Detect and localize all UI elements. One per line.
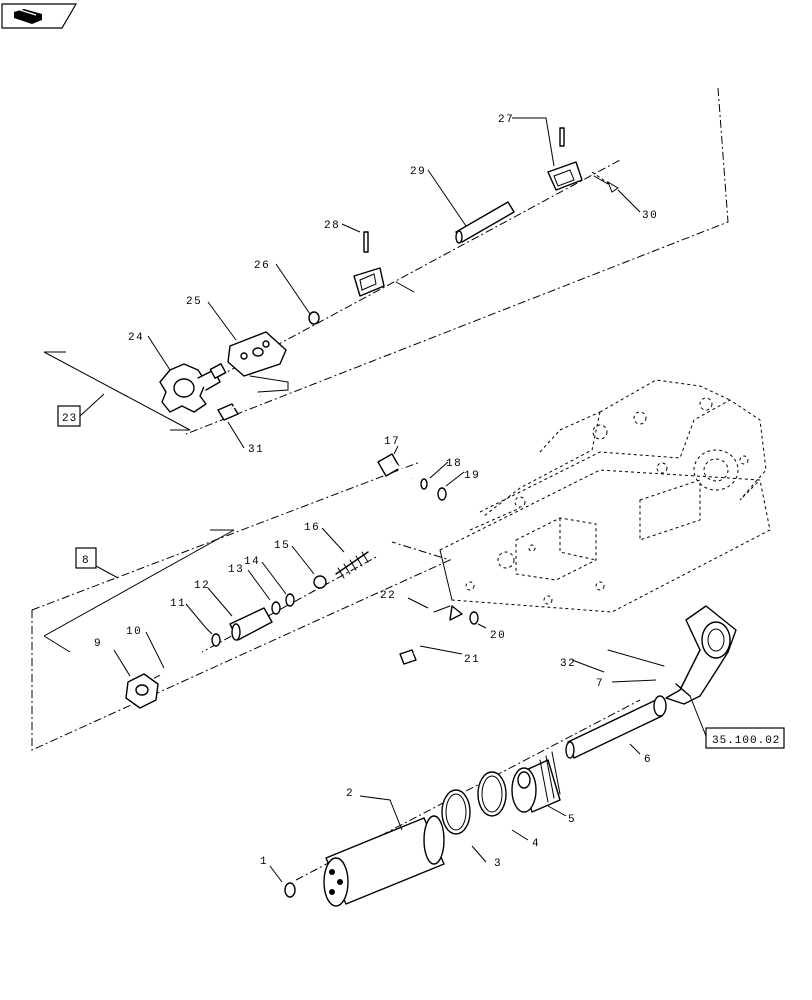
reference-brackets [43, 351, 707, 737]
callout-7: 7 [596, 678, 604, 690]
callout-5: 5 [568, 814, 576, 826]
callout-29: 29 [410, 166, 426, 178]
ref-box-8[interactable]: 8 [75, 547, 97, 569]
ref-box-23[interactable]: 23 [57, 405, 81, 427]
ref-box-35-100-02-label: 35.100.02 [712, 735, 780, 747]
callout-10: 10 [126, 626, 142, 638]
flag-icon [1, 3, 78, 29]
callout-labels: 1 2 3 4 5 6 7 9 10 11 12 13 14 15 16 17 … [94, 114, 658, 870]
callout-31: 31 [248, 444, 264, 456]
callout-30: 30 [642, 210, 658, 222]
clevis-part [353, 231, 415, 297]
callout-25: 25 [186, 296, 202, 308]
fitting-parts [377, 453, 479, 665]
bolt-part [217, 395, 261, 421]
callout-leaders [113, 117, 657, 883]
callout-11: 11 [170, 598, 186, 610]
callout-3: 3 [494, 858, 502, 870]
callout-2: 2 [346, 788, 354, 800]
valve-spool-parts [125, 551, 369, 709]
valve-housing [439, 379, 771, 613]
knob-part [159, 363, 227, 413]
clevis-top-part [547, 127, 619, 193]
callout-21: 21 [464, 654, 480, 666]
plate-part [227, 331, 289, 393]
callout-20: 20 [490, 630, 506, 642]
ring-part [308, 311, 320, 325]
callout-28: 28 [324, 220, 340, 232]
callout-27: 27 [498, 114, 514, 126]
ref-box-23-label: 23 [62, 413, 77, 425]
callout-13: 13 [228, 564, 244, 576]
callout-14: 14 [244, 556, 260, 568]
callout-1: 1 [260, 856, 268, 868]
ref-box-35-100-02[interactable]: 35.100.02 [705, 727, 785, 749]
callout-19: 19 [464, 470, 480, 482]
callout-4: 4 [532, 838, 540, 850]
callout-26: 26 [254, 260, 270, 272]
callout-15: 15 [274, 540, 290, 552]
upper-linkage-parts [159, 127, 619, 421]
callout-16: 16 [304, 522, 320, 534]
callout-22: 22 [380, 590, 396, 602]
rod-part [455, 201, 515, 244]
cylinder-parts [284, 605, 737, 907]
callout-17: 17 [384, 436, 400, 448]
ref-box-8-label: 8 [82, 555, 90, 567]
callout-32: 32 [560, 658, 576, 670]
callout-18: 18 [446, 458, 462, 470]
callout-9: 9 [94, 638, 102, 650]
callout-24: 24 [128, 332, 144, 344]
callout-12: 12 [194, 580, 210, 592]
callout-6: 6 [644, 754, 652, 766]
assembly-outlines [31, 87, 729, 881]
